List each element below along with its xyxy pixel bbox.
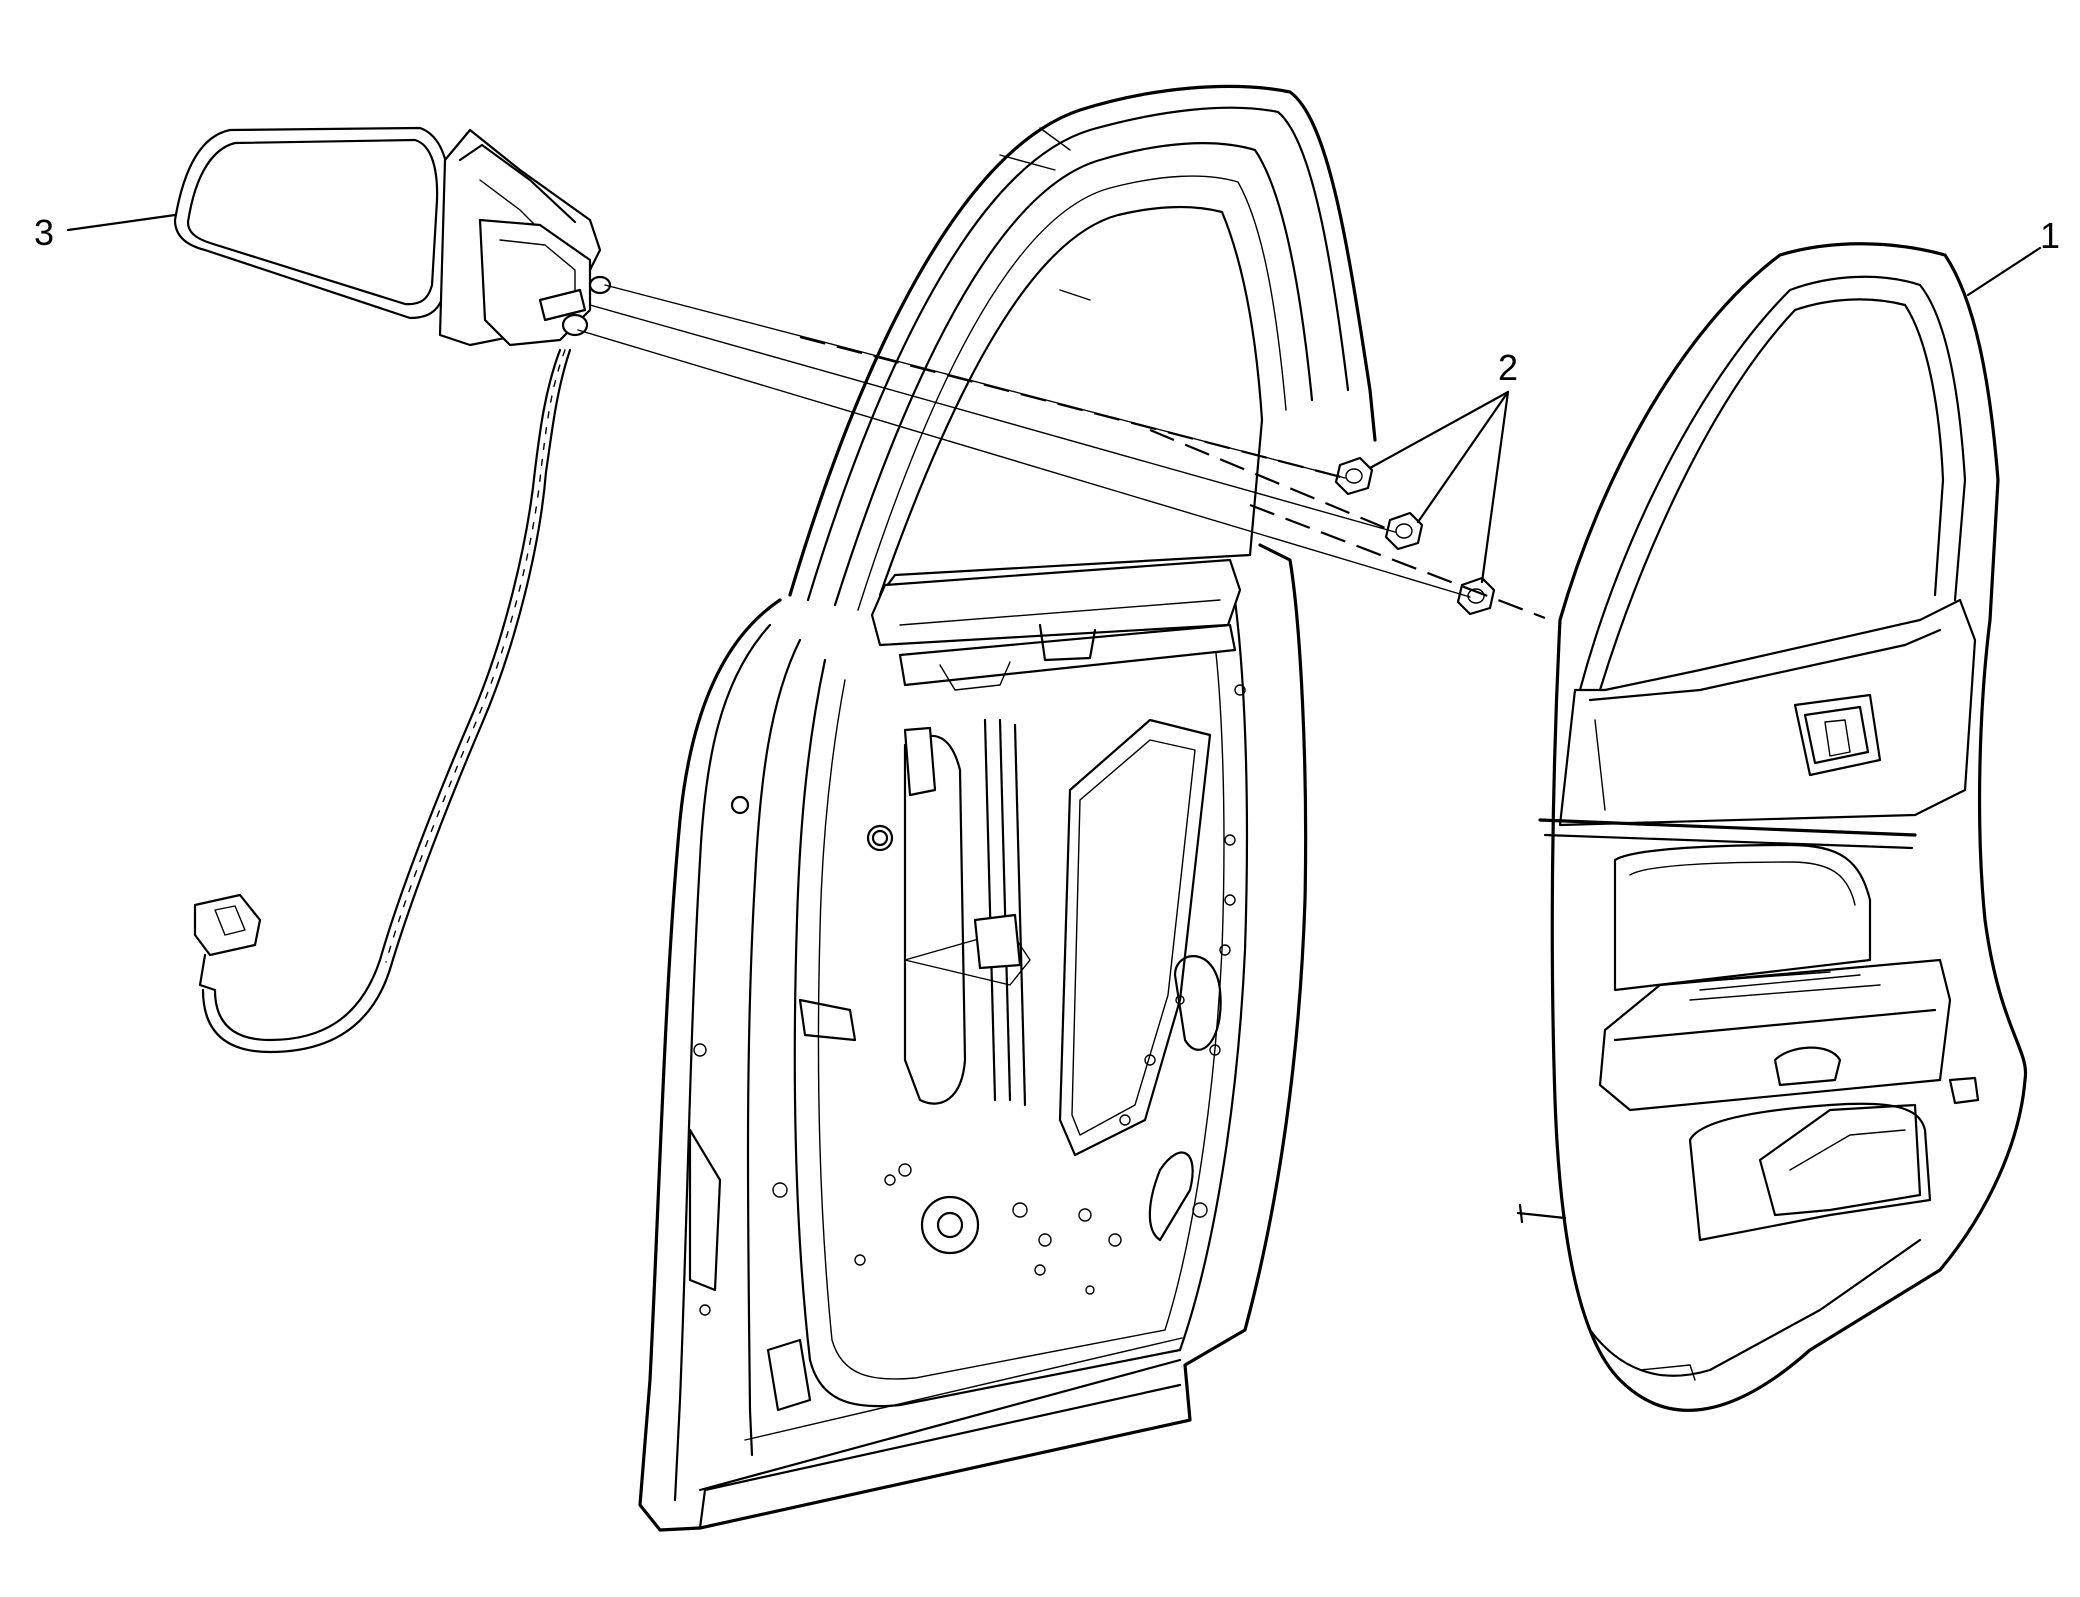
callout-1-leader [1966,246,2042,297]
nut-2 [1384,511,1424,551]
door-trim-panel [1516,242,2028,1412]
callout-3-label: 3 [34,212,54,253]
callout-2-label: 2 [1498,347,1518,388]
door-inner-panel [638,84,1377,1532]
nut-1 [1334,456,1374,496]
alignment-lines [577,284,1546,620]
nut-3 [1456,576,1496,616]
callout-2-leader-a [1368,390,1510,470]
callout-2-leader-b [1416,390,1510,524]
callout-2-leader-c [1480,390,1510,584]
callout-1-label: 1 [2040,215,2060,256]
mirror-nuts [1334,456,1496,616]
callouts: 3 2 1 [34,212,2060,584]
callout-3-leader [66,213,177,232]
outside-rearview-mirror [173,126,612,1054]
